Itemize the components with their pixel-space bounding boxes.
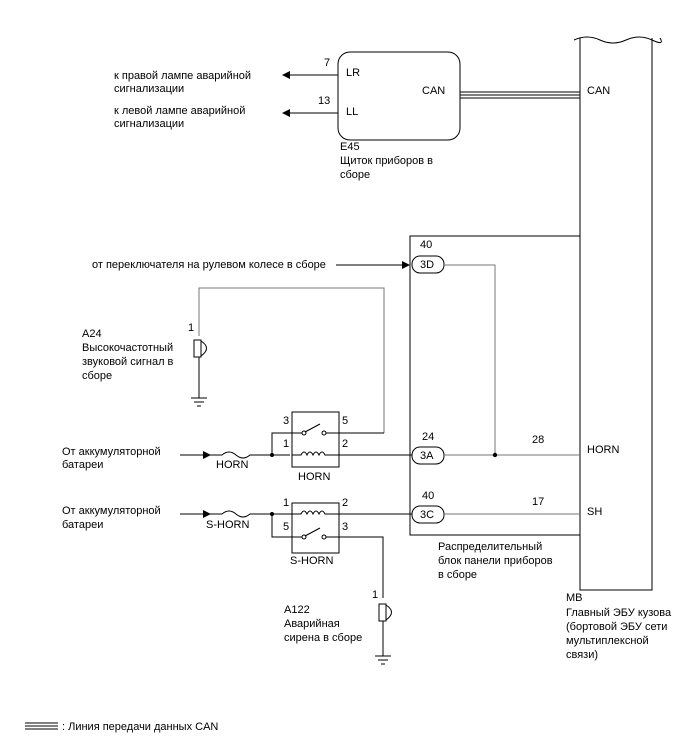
jb-name-2: блок панели приборов bbox=[438, 555, 553, 567]
jb-3c-pin: 40 bbox=[422, 490, 434, 502]
horn-battery-1: От аккумуляторной bbox=[62, 446, 161, 458]
junction-block: 40 3D 24 3A 40 3C Распределительный блок… bbox=[409, 235, 580, 581]
ground-icon bbox=[191, 397, 207, 407]
steering-text: от переключателя на рулевом колесе в сбо… bbox=[92, 259, 326, 271]
ecu-code: MB bbox=[566, 592, 583, 604]
horn-relay-label: HORN bbox=[298, 471, 330, 483]
ecu-name-3: мультиплексной bbox=[566, 635, 649, 647]
jb-splice-dot bbox=[492, 452, 498, 458]
horn-relay-box bbox=[291, 411, 340, 468]
siren-pin: 1 bbox=[372, 589, 378, 601]
siren-bell bbox=[385, 604, 392, 621]
horn-relay-coil-icon bbox=[292, 451, 339, 457]
horn-relay-p5: 5 bbox=[342, 415, 348, 427]
horn-hi-code: A24 bbox=[82, 328, 102, 340]
horn-relay-circuit: От аккумуляторной батареи HORN 3 5 1 2 H… bbox=[62, 411, 412, 483]
shorn-battery-1: От аккумуляторной bbox=[62, 505, 161, 517]
meter-name-2: сборе bbox=[340, 169, 370, 181]
horn-hi-body bbox=[193, 339, 202, 358]
ground-icon bbox=[375, 655, 391, 665]
jb-3a-label: 3A bbox=[420, 450, 434, 462]
shorn-relay-contact-icon bbox=[292, 527, 339, 540]
meter-box bbox=[337, 51, 461, 141]
ecu-sh-label: SH bbox=[587, 506, 602, 518]
horn-battery-2: батареи bbox=[62, 459, 103, 471]
jb-3d-internal-wire bbox=[444, 264, 496, 455]
shorn-relay-p1: 1 bbox=[283, 497, 289, 509]
jb-3d-label: 3D bbox=[420, 259, 434, 271]
ecu-horn-pin: 28 bbox=[532, 434, 544, 446]
meter-can-label: CAN bbox=[422, 85, 445, 97]
high-pitch-horn: 1 A24 Высокочастотный звуковой сигнал в … bbox=[82, 287, 385, 433]
jb-3c-label: 3C bbox=[420, 509, 434, 521]
horn-hi-name-3: сборе bbox=[82, 370, 112, 382]
ecu-name-4: связи) bbox=[566, 649, 598, 661]
horn-relay-p2: 2 bbox=[342, 438, 348, 450]
jb-name-3: в сборе bbox=[438, 569, 477, 581]
right-lamp-text-1: к правой лампе аварийной bbox=[114, 70, 251, 82]
meter-lr-label: LR bbox=[346, 67, 360, 79]
meter-code: E45 bbox=[340, 141, 360, 153]
legend-text: : Линия передачи данных CAN bbox=[62, 721, 218, 733]
meter-name-1: Щиток приборов в bbox=[340, 155, 433, 167]
ecu-box bbox=[579, 38, 653, 591]
steering-switch-input: от переключателя на рулевом колесе в сбо… bbox=[92, 259, 410, 271]
horn-hi-name-1: Высокочастотный bbox=[82, 342, 173, 354]
shorn-relay-p5: 5 bbox=[283, 521, 289, 533]
shorn-fuse-icon bbox=[210, 510, 292, 518]
ecu-top-wave bbox=[573, 36, 662, 44]
ecu-horn-label: HORN bbox=[587, 444, 619, 456]
jb-3d-pin: 40 bbox=[420, 239, 432, 251]
jb-name-1: Распределительный bbox=[438, 541, 542, 553]
horn-hi-wire bbox=[198, 287, 385, 433]
horn-relay-contact-icon bbox=[292, 423, 339, 436]
shorn-relay-box bbox=[291, 502, 340, 554]
ecu-sh-pin: 17 bbox=[532, 496, 544, 508]
horn-hi-name-2: звуковой сигнал в bbox=[82, 356, 174, 368]
ecu-can-label: CAN bbox=[587, 85, 610, 97]
left-lamp-text-2: сигнализации bbox=[114, 118, 184, 130]
meter-lr-pin: 7 bbox=[324, 57, 330, 69]
ecu-name-1: Главный ЭБУ кузова bbox=[566, 607, 672, 619]
shorn-relay-coil-icon bbox=[292, 510, 339, 516]
junction-box bbox=[409, 235, 580, 536]
horn-fuse-label: HORN bbox=[216, 459, 248, 471]
siren-name-1: Аварийная bbox=[284, 618, 340, 630]
shorn-relay-circuit: От аккумуляторной батареи S-HORN 1 2 5 3… bbox=[62, 497, 412, 598]
right-lamp-text-2: сигнализации bbox=[114, 83, 184, 95]
legend: : Линия передачи данных CAN bbox=[25, 721, 218, 733]
shorn-relay-p2: 2 bbox=[342, 497, 348, 509]
emergency-siren: 1 A122 Аварийная сирена в сборе bbox=[284, 589, 392, 665]
siren-code: A122 bbox=[284, 604, 310, 616]
ecu-name-2: (бортовой ЭБУ сети bbox=[566, 621, 667, 633]
horn-relay-p3: 3 bbox=[283, 415, 289, 427]
can-bus-line bbox=[460, 91, 580, 99]
can-line-legend-icon bbox=[25, 722, 58, 730]
horn-hi-pin: 1 bbox=[188, 322, 194, 334]
shorn-relay-label: S-HORN bbox=[290, 555, 333, 567]
shorn-relay-p3: 3 bbox=[342, 521, 348, 533]
siren-body bbox=[378, 603, 387, 622]
combination-meter: 7 LR 13 LL CAN E45 Щиток приборов в сбор… bbox=[114, 51, 461, 181]
horn-hi-bell bbox=[200, 340, 207, 357]
meter-ll-pin: 13 bbox=[318, 95, 330, 107]
main-body-ecu: CAN 28 HORN 17 SH MB Главный ЭБУ кузова … bbox=[532, 36, 672, 661]
horn-relay-p1: 1 bbox=[283, 438, 289, 450]
siren-name-2: сирена в сборе bbox=[284, 632, 362, 644]
jb-3a-pin: 24 bbox=[422, 431, 434, 443]
left-lamp-text-1: к левой лампе аварийной bbox=[114, 105, 245, 117]
shorn-battery-2: батареи bbox=[62, 519, 103, 531]
shorn-fuse-label: S-HORN bbox=[206, 519, 249, 531]
meter-ll-label: LL bbox=[346, 106, 358, 118]
horn-fuse-icon bbox=[210, 451, 290, 459]
